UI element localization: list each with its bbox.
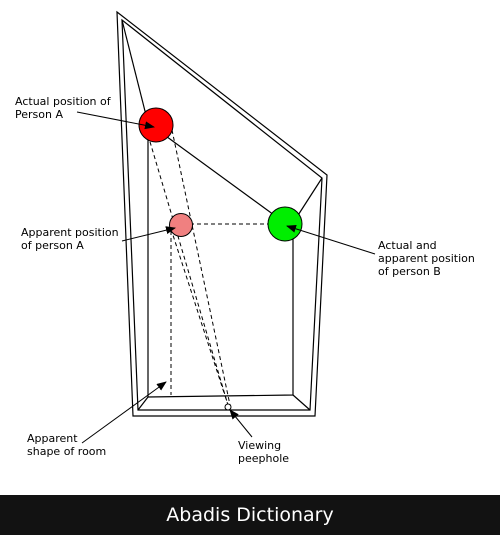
viewing-peephole <box>224 403 232 411</box>
sight-line-a-actual-left <box>147 134 229 406</box>
label-position-b: Actual and apparent position of person B <box>378 239 475 278</box>
arrow-peephole <box>229 409 253 438</box>
label-apparent-room: Apparent shape of room <box>27 432 107 458</box>
sight-line-a-actual-right <box>171 129 231 406</box>
sight-line-apparent-diagonal <box>170 228 229 406</box>
floor-edge-right <box>292 394 311 411</box>
arrow-apparent-a <box>121 226 176 242</box>
ames-room-diagram <box>76 10 376 444</box>
footer-text: Abadis Dictionary <box>166 504 334 526</box>
ceiling-line-left <box>121 19 149 124</box>
floor-edge-left <box>137 396 149 411</box>
person-a-apparent-circle <box>169 213 193 237</box>
label-peephole: Viewing peephole <box>238 439 290 465</box>
room-back-wall <box>147 123 294 398</box>
room-outer-wall <box>116 10 328 417</box>
footer-banner: Abadis Dictionary <box>0 495 500 535</box>
ceiling-line-top <box>147 122 286 224</box>
label-apparent-position-a: Apparent position of person A <box>21 226 119 252</box>
person-a-actual-circle <box>138 107 174 143</box>
arrow-actual-a <box>76 111 155 130</box>
label-actual-position-a: Actual position of Person A <box>15 95 111 121</box>
arrow-apparent-room <box>81 381 167 444</box>
person-b-circle <box>267 206 303 242</box>
arrow-person-b <box>286 224 376 255</box>
